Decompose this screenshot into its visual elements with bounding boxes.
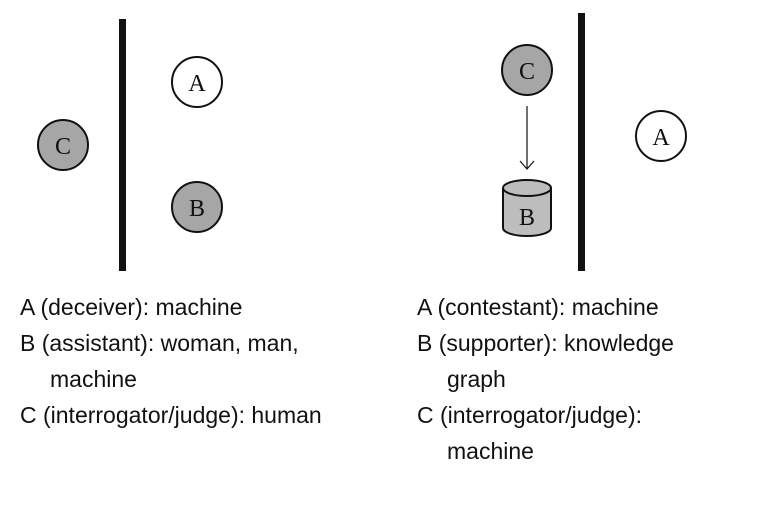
legend-text-continued: graph <box>447 366 506 392</box>
left-node-c-label: C <box>55 134 71 160</box>
right-node-b-label: B <box>519 205 535 231</box>
legend-text: A (deceiver): machine <box>20 294 243 320</box>
left-node-b-label: B <box>189 196 205 222</box>
right-legend-item-b: B (supporter): knowledge graph <box>417 325 674 397</box>
legend-text: A (contestant): machine <box>417 294 659 320</box>
left-legend-item-c: C (interrogator/judge): human <box>20 397 322 433</box>
left-diagram: A B C <box>37 19 223 271</box>
query-arrow <box>519 106 535 170</box>
left-node-a: A <box>171 56 223 108</box>
legend-text: C (interrogator/judge): human <box>20 402 322 428</box>
legend-text-continued: machine <box>50 366 137 392</box>
right-diagram: C B A <box>501 13 687 271</box>
right-legend-item-a: A (contestant): machine <box>417 289 674 325</box>
right-legend: A (contestant): machine B (supporter): k… <box>417 289 674 469</box>
legend-text: B (assistant): woman, man, <box>20 330 299 356</box>
left-legend-item-b: B (assistant): woman, man, machine <box>20 325 322 397</box>
right-node-c-label: C <box>519 59 535 85</box>
right-legend-item-c: C (interrogator/judge): machine <box>417 397 674 469</box>
legend-text: B (supporter): knowledge <box>417 330 674 356</box>
left-legend: A (deceiver): machine B (assistant): wom… <box>20 289 322 433</box>
legend-text: C (interrogator/judge): <box>417 402 642 428</box>
right-node-a: A <box>635 110 687 162</box>
legend-text-continued: machine <box>447 438 534 464</box>
right-node-b-database-icon: B <box>502 179 552 237</box>
left-node-b: B <box>171 181 223 233</box>
right-partition-wall <box>578 13 585 271</box>
right-node-c: C <box>501 44 553 96</box>
left-partition-wall <box>119 19 126 271</box>
left-node-c: C <box>37 119 89 171</box>
right-node-a-label: A <box>652 125 670 151</box>
left-legend-item-a: A (deceiver): machine <box>20 289 322 325</box>
left-node-a-label: A <box>188 71 206 97</box>
